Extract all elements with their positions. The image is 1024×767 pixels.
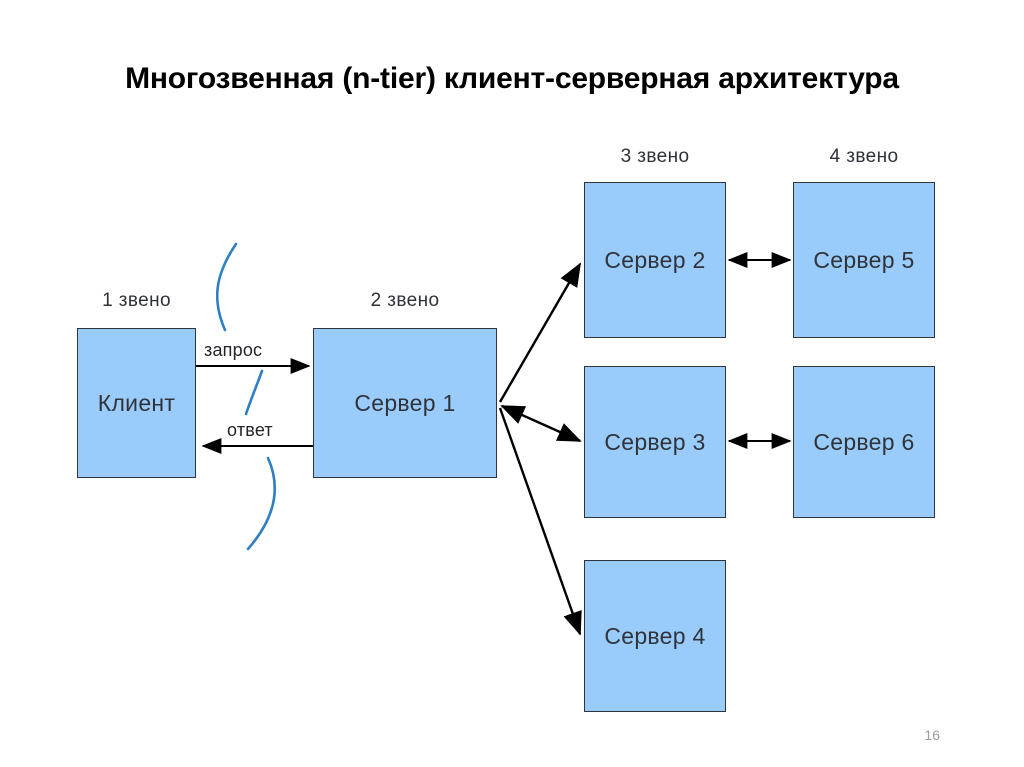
edge-server1-server3 xyxy=(500,404,582,443)
edge-server1-server2 xyxy=(498,262,582,403)
node-client[interactable]: Клиент xyxy=(77,328,196,478)
edge-server1-server4 xyxy=(498,407,582,636)
decorative-curve-bottom xyxy=(246,456,277,551)
node-server3-label: Сервер 3 xyxy=(604,428,706,455)
edge-label-request: запрос xyxy=(202,340,265,361)
decorative-curve-group xyxy=(215,242,277,551)
decorative-curve-top xyxy=(215,242,238,332)
edge-label-response: ответ xyxy=(225,420,275,441)
node-server2[interactable]: Сервер 2 xyxy=(584,182,726,338)
node-server2-label: Сервер 2 xyxy=(604,246,706,273)
node-server3[interactable]: Сервер 3 xyxy=(584,366,726,518)
node-server6[interactable]: Сервер 6 xyxy=(793,366,935,518)
node-server1[interactable]: Сервер 1 xyxy=(313,328,497,478)
node-server4[interactable]: Сервер 4 xyxy=(584,560,726,712)
node-server5-label: Сервер 5 xyxy=(813,246,915,273)
tier-label-4: 4 звено xyxy=(829,146,899,167)
tier-label-2: 2 звено xyxy=(370,290,440,311)
page-title: Многозвенная (n-tier) клиент-серверная а… xyxy=(125,62,899,95)
tier-label-3: 3 звено xyxy=(620,146,690,167)
node-server5[interactable]: Сервер 5 xyxy=(793,182,935,338)
node-server4-label: Сервер 4 xyxy=(604,622,706,649)
tier-label-1: 1 звено xyxy=(102,290,171,311)
node-server6-label: Сервер 6 xyxy=(813,428,915,455)
decorative-curve-middle xyxy=(244,369,264,416)
page-number: 16 xyxy=(924,727,940,743)
node-client-label: Клиент xyxy=(97,389,176,416)
node-server1-label: Сервер 1 xyxy=(354,389,456,416)
